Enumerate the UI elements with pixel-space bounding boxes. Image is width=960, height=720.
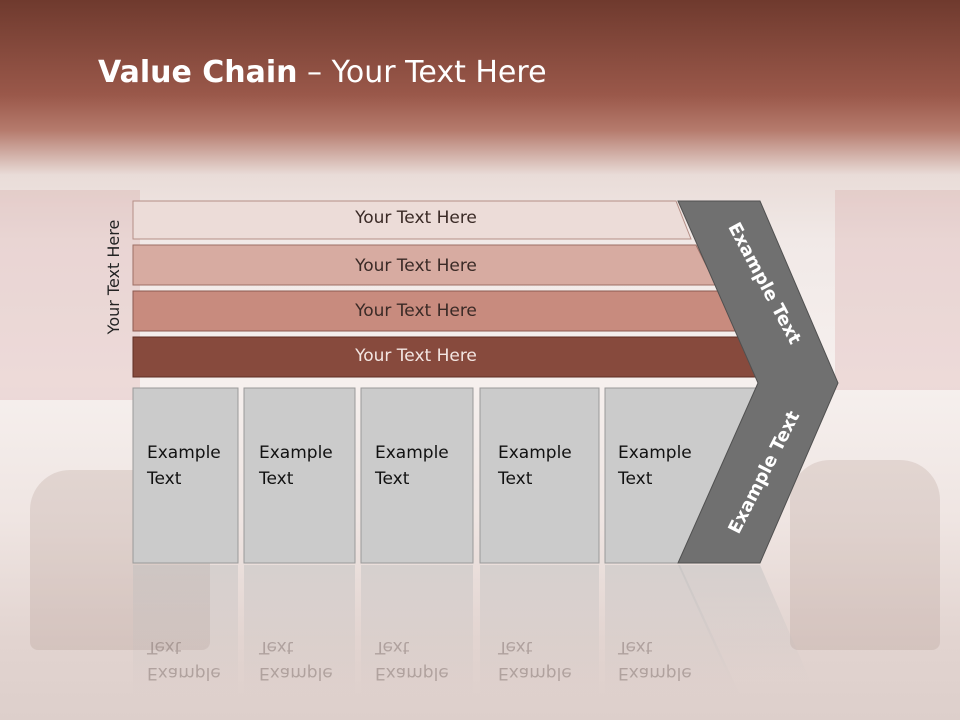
column-box-1 [132,387,239,564]
column-3-reflection-label: Example Text [375,637,449,683]
column-1-reflection-label: Example Text [147,637,221,683]
reflection-3 [361,565,473,695]
column-box-2 [243,387,356,564]
column-3-label: Example Text [375,443,449,489]
column-2-reflection-label: Example Text [259,637,333,683]
bar-1 [132,200,692,240]
column-box-3 [360,387,474,564]
column-4-label: Example Text [498,443,572,489]
reflection-5 [605,565,740,695]
slide-title: Value Chain – Your Text Here [98,55,547,90]
column-4-reflection-label: Example Text [498,637,572,683]
reflection-2 [244,565,355,695]
column-box-4 [479,387,600,564]
reflection-chevron [678,565,810,680]
column-5-label: Example Text [618,443,692,489]
column-2-label: Example Text [259,443,333,489]
background-person-right [790,460,940,650]
reflection-1 [133,565,238,695]
bar-3-label: Your Text Here [355,301,477,321]
chevron-shape [677,200,839,564]
bar-1-label: Your Text Here [355,208,477,228]
title-bold: Value Chain [98,55,298,90]
bar-4-label: Your Text Here [355,346,477,366]
background-screen-left [0,190,140,400]
background-screen-right [835,190,960,390]
bar-2-label: Your Text Here [355,256,477,276]
column-1-label: Example Text [147,443,221,489]
title-rest: – Your Text Here [297,55,547,90]
reflection-4 [480,565,599,695]
column-5-reflection-label: Example Text [618,637,692,683]
